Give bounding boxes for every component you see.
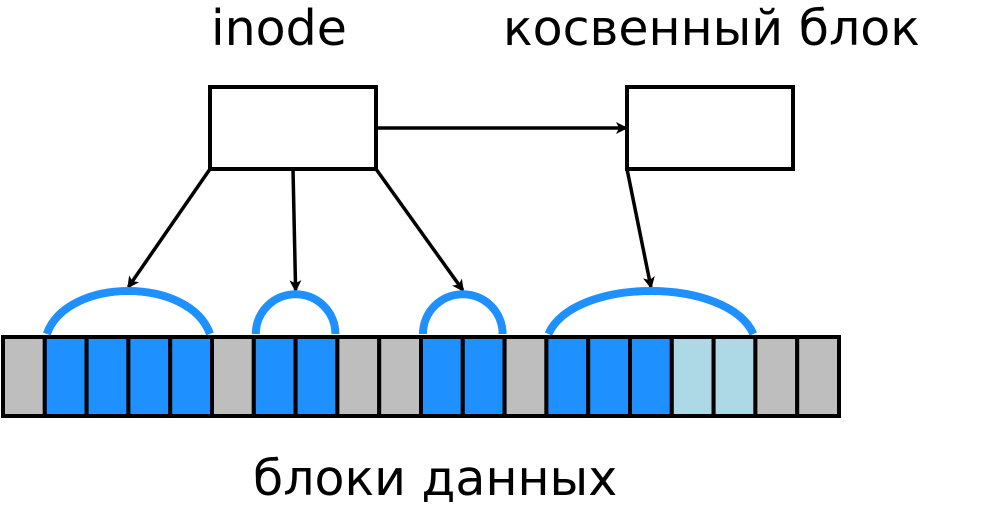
extent-arc [419,290,507,335]
data-block-free [377,335,424,418]
indirect-block-box [625,85,795,171]
data-block-used [544,335,591,418]
indirect-block-label: косвенный блок [503,0,920,57]
data-block-free [795,335,842,418]
extent-arc [43,287,214,336]
arrow-inode-to-extent [126,168,212,289]
data-block-free [502,335,549,418]
extent-arc [251,290,340,335]
inode-box [208,85,378,171]
arrow-indirect-to-extent [625,168,655,289]
inode-label: inode [211,0,347,57]
data-blocks-label: блоки данных [253,450,618,507]
data-block-used [84,335,131,418]
arrow-inode-to-extent [289,168,302,293]
data-block-used [419,335,465,418]
data-block-free [1,335,47,418]
data-block-strip [1,335,842,418]
extent-arcs [43,287,758,336]
extent-arc [544,287,758,336]
pointer-arrows [126,122,655,293]
data-block-used [628,335,674,418]
data-block-used [586,335,633,418]
arrow-inode-to-extent [374,167,465,292]
data-block-used [42,335,89,418]
data-block-free [335,335,382,418]
data-block-used [168,335,214,418]
data-block-used [293,335,340,418]
data-block-preallocated [711,335,758,418]
data-block-used [251,335,298,418]
data-block-used [126,335,173,418]
data-block-used [460,335,507,418]
data-block-preallocated [669,335,716,418]
data-block-free [753,335,800,418]
data-block-free [210,335,256,418]
